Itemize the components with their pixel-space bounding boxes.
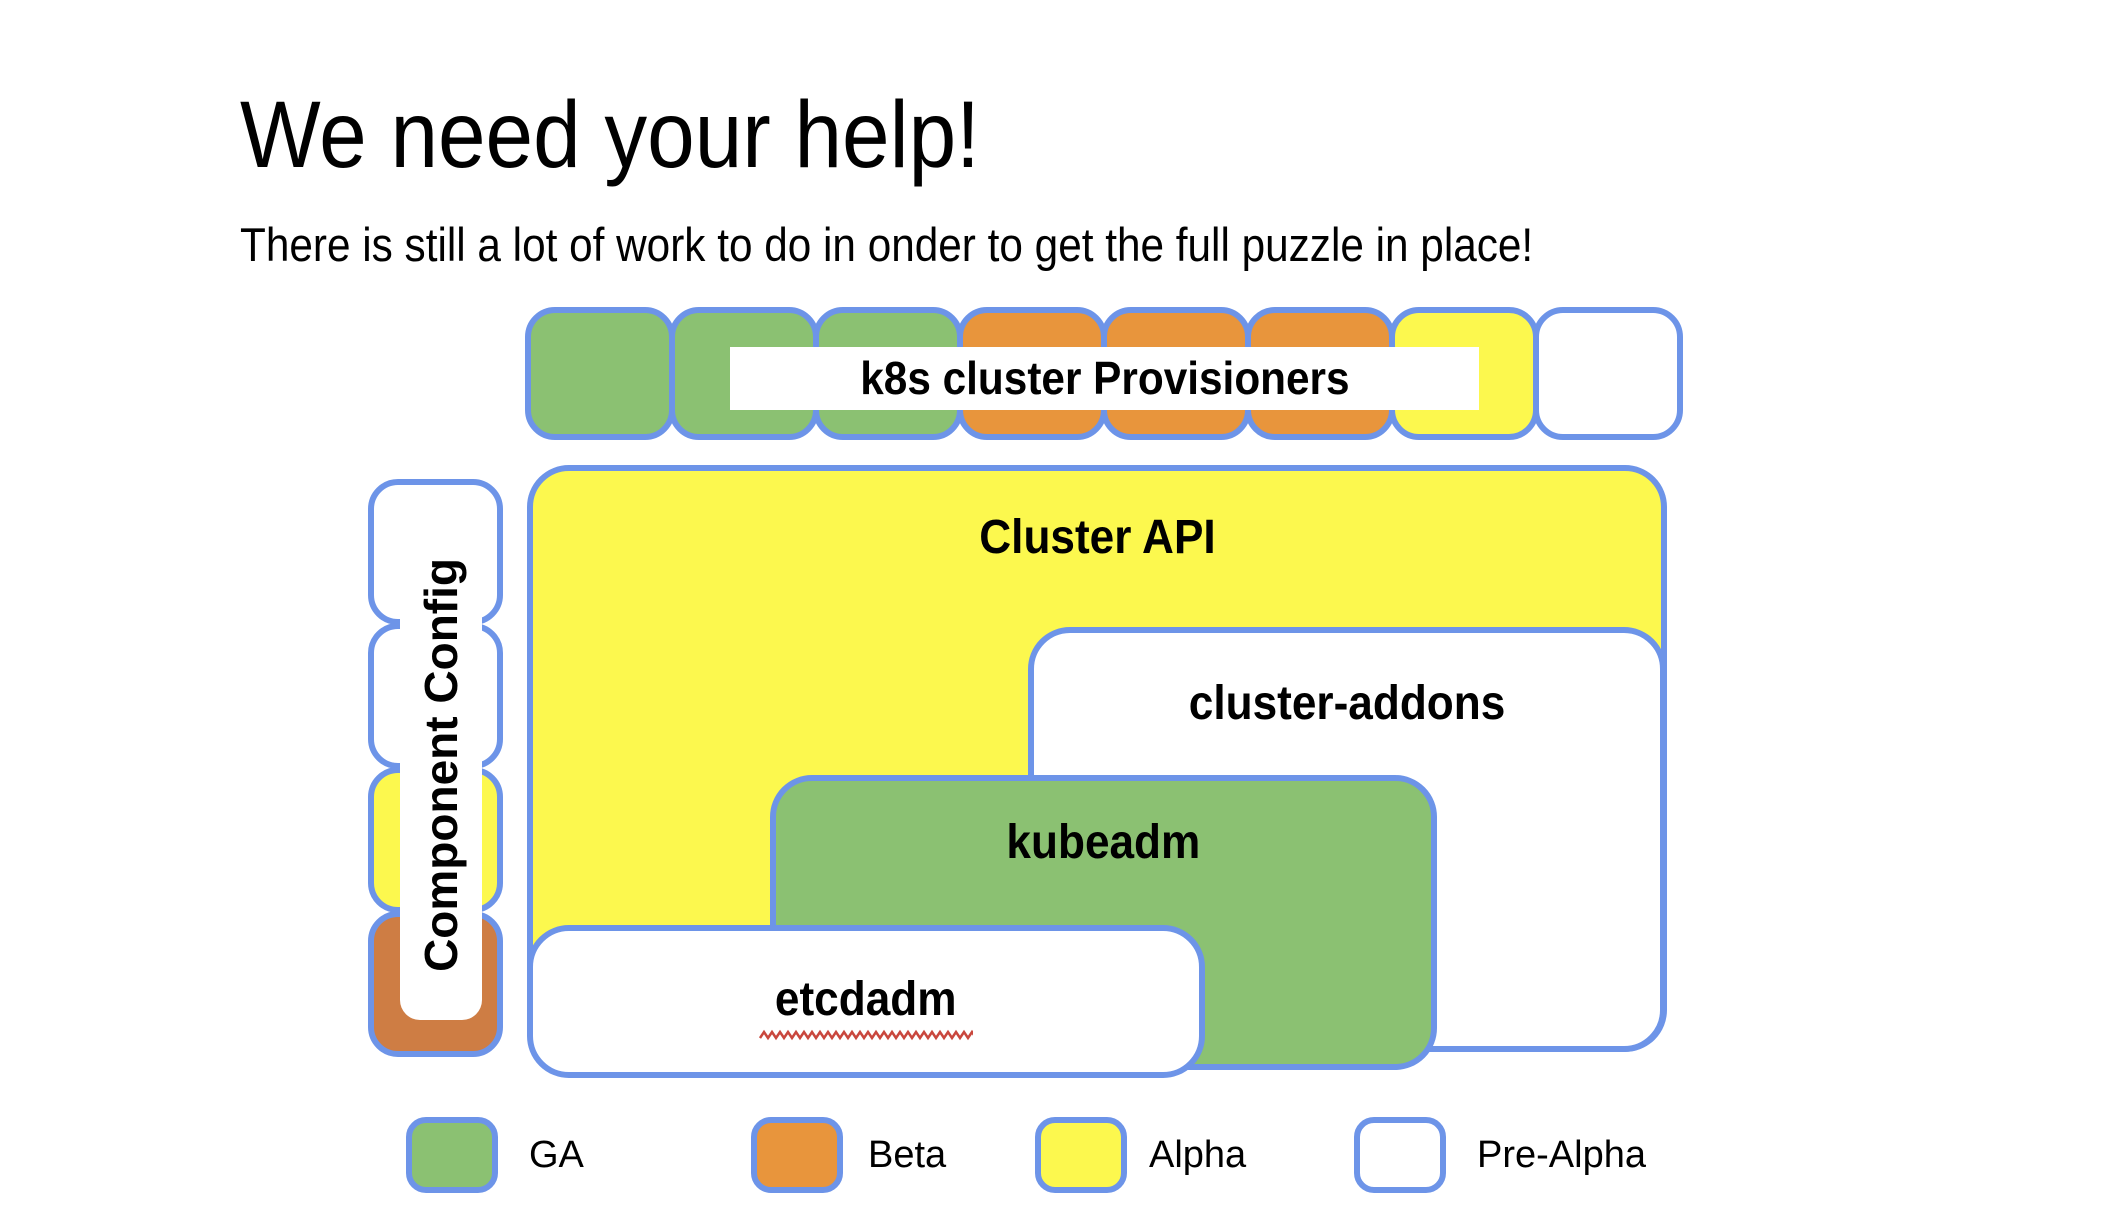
kubeadm-label: kubeadm — [1006, 816, 1201, 869]
legend-label-alpha: Alpha — [1149, 1134, 1247, 1176]
page-title: We need your help! — [240, 81, 1062, 188]
pre-alpha-square — [1533, 307, 1683, 440]
legend-label-ga: GA — [529, 1134, 584, 1176]
legend-label-beta: Beta — [868, 1134, 947, 1176]
legend-swatch-alpha — [1035, 1117, 1127, 1193]
legend-swatch-beta — [751, 1117, 843, 1193]
kubeadm-title: kubeadm — [776, 816, 1431, 870]
spellcheck-squiggle-icon — [759, 1029, 973, 1041]
page-title-text: We need your help! — [240, 81, 980, 188]
cluster-api-label: Cluster API — [978, 511, 1216, 564]
legend-swatch-prealpha — [1354, 1117, 1446, 1193]
page-subtitle-text: There is still a lot of work to do in on… — [240, 218, 1534, 271]
page-subtitle: There is still a lot of work to do in on… — [240, 219, 1677, 271]
etcdadm-box: etcdadm — [527, 925, 1205, 1078]
legend-label-prealpha: Pre-Alpha — [1477, 1134, 1646, 1176]
etcdadm-title: etcdadm — [533, 973, 1199, 1027]
cluster-addons-label: cluster-addons — [1188, 677, 1506, 730]
legend-swatch-ga — [406, 1117, 498, 1193]
provisioners-label-box: k8s cluster Provisioners — [730, 347, 1479, 410]
etcdadm-label: etcdadm — [775, 973, 957, 1026]
ga-square — [525, 307, 675, 440]
cluster-addons-title: cluster-addons — [1034, 677, 1660, 731]
component-config-label: Component Config — [415, 558, 467, 972]
component-config-label-box: Component Config — [400, 510, 482, 1020]
cluster-api-title: Cluster API — [533, 511, 1661, 565]
provisioners-label: k8s cluster Provisioners — [859, 352, 1350, 404]
